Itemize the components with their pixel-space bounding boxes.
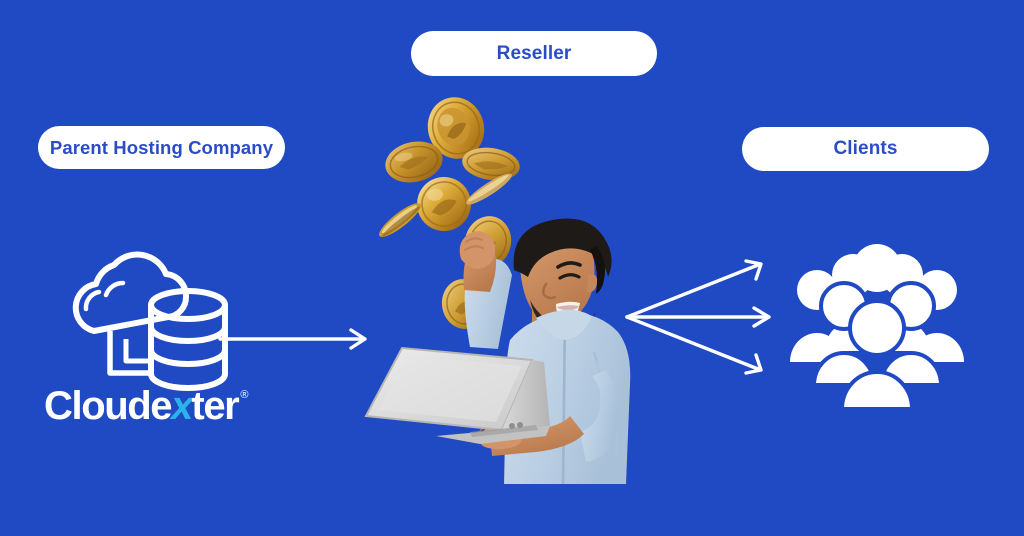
laptop — [364, 346, 550, 444]
gold-coin — [427, 97, 485, 159]
person-figure — [839, 299, 915, 411]
gold-coin — [462, 147, 520, 181]
logo-text-after: ter — [191, 384, 239, 428]
three-arrows-fan-icon — [625, 259, 771, 375]
coin-motion-streak — [466, 173, 512, 205]
cloud-database-icon — [72, 251, 228, 391]
logo-text-before: Cloude — [44, 384, 173, 428]
raised-fist-arm — [459, 231, 512, 349]
label-clients[interactable]: Clients — [742, 127, 989, 171]
person-with-laptop-illustration — [364, 218, 631, 484]
registered-trademark-icon: ® — [240, 389, 249, 401]
gold-coin — [417, 177, 471, 231]
people-group-icon — [790, 244, 964, 411]
gold-coin — [379, 203, 421, 237]
arrow-right-icon — [218, 328, 367, 350]
label-reseller[interactable]: Reseller — [411, 31, 657, 76]
label-parent-hosting-company[interactable]: Parent Hosting Company — [38, 126, 285, 169]
gold-coin — [385, 141, 443, 183]
logo-accent-x: x — [171, 384, 193, 428]
